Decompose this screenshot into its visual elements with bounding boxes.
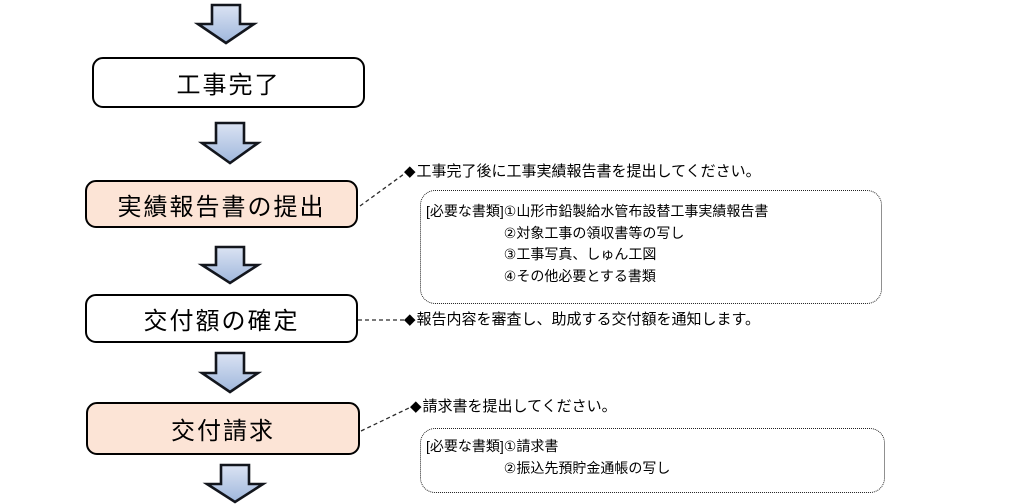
required-documents-label: [必要な書類] bbox=[426, 203, 504, 219]
flow-step-label: 実績報告書の提出 bbox=[117, 193, 326, 221]
flow-step-grant-request: 交付請求 bbox=[86, 402, 360, 455]
down-arrow-icon bbox=[193, 3, 259, 45]
document-item: ②振込先預貯金通帳の写し bbox=[503, 459, 671, 476]
dashed-connector-line bbox=[360, 407, 410, 432]
required-documents-label: [必要な書類] bbox=[426, 438, 504, 454]
down-arrow-icon bbox=[197, 245, 263, 285]
note-grant-request: ◆請求書を提出してください。 bbox=[410, 398, 617, 415]
note-grant-amount: ◆報告内容を審査し、助成する交付額を通知します。 bbox=[404, 311, 760, 328]
note-text: 報告内容を審査し、助成する交付額を通知します。 bbox=[416, 311, 761, 328]
document-item: ②対象工事の領収書等の写し bbox=[503, 224, 685, 241]
document-item: ③工事写真、しゅん工図 bbox=[503, 246, 657, 262]
note-text: 工事完了後に工事実績報告書を提出してください。 bbox=[416, 163, 761, 180]
required-documents-list: ①請求書 ②振込先預貯金通帳の写し bbox=[504, 436, 671, 479]
down-arrow-icon bbox=[197, 351, 263, 394]
required-documents-box-request: [必要な書類] ①請求書 ②振込先預貯金通帳の写し bbox=[420, 428, 885, 493]
diamond-bullet-icon: ◆ bbox=[404, 163, 416, 180]
flow-step-grant-amount-determination: 交付額の確定 bbox=[85, 294, 358, 343]
document-item: ①請求書 bbox=[503, 438, 559, 454]
flow-step-report-submission: 実績報告書の提出 bbox=[85, 180, 358, 228]
note-report-submission: ◆工事完了後に工事実績報告書を提出してください。 bbox=[404, 163, 761, 180]
flow-step-construction-complete: 工事完了 bbox=[92, 57, 365, 108]
required-documents-box-report: [必要な書類] ①山形市鉛製給水管布設替工事実績報告書 ②対象工事の領収書等の写… bbox=[420, 190, 882, 304]
flow-step-label: 工事完了 bbox=[176, 72, 281, 99]
flow-step-label: 交付請求 bbox=[171, 418, 275, 445]
diamond-bullet-icon: ◆ bbox=[410, 398, 422, 415]
required-documents-list: ①山形市鉛製給水管布設替工事実績報告書 ②対象工事の領収書等の写し ③工事写真、… bbox=[504, 201, 769, 287]
down-arrow-icon bbox=[202, 463, 268, 504]
down-arrow-icon bbox=[197, 121, 263, 165]
diamond-bullet-icon: ◆ bbox=[404, 311, 416, 328]
document-item: ④その他必要とする書類 bbox=[503, 267, 656, 284]
flow-step-label: 交付額の確定 bbox=[143, 308, 300, 335]
dashed-connector-line bbox=[359, 173, 405, 207]
document-item: ①山形市鉛製給水管布設替工事実績報告書 bbox=[503, 203, 769, 219]
note-text: 請求書を提出してください。 bbox=[422, 398, 617, 415]
